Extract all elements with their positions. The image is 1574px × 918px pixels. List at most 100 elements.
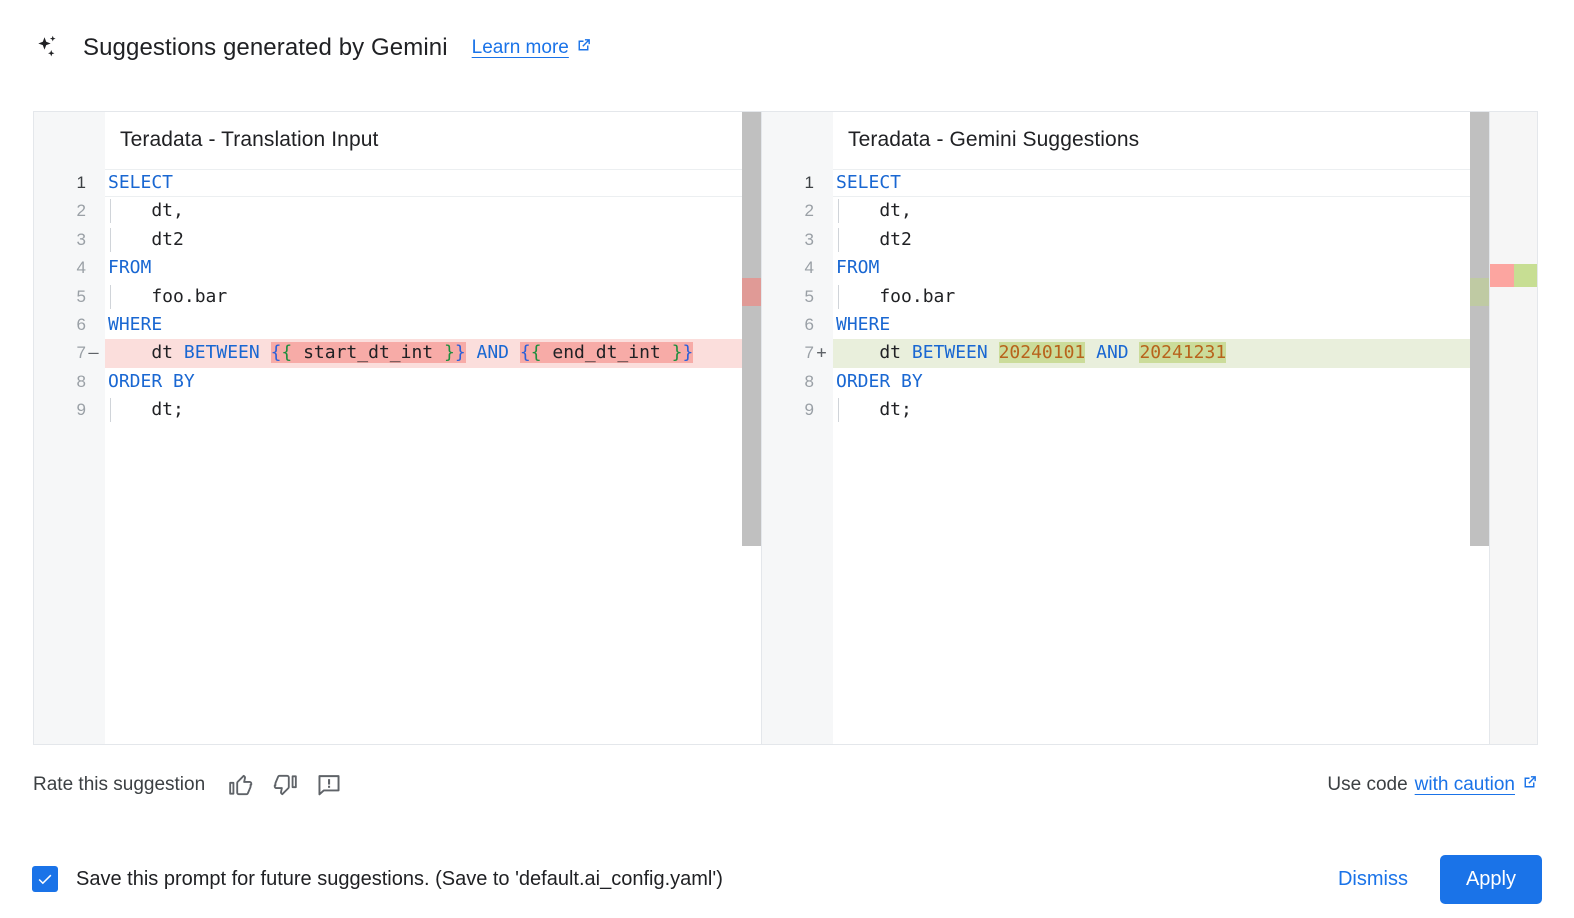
code-token: {: [281, 342, 293, 364]
code-line[interactable]: FROM: [105, 254, 761, 282]
code-token: SELECT: [836, 172, 902, 193]
code-token: }: [671, 342, 683, 364]
right-scrollbar-add-marker: [1470, 278, 1489, 306]
code-line[interactable]: SELECT: [105, 169, 761, 198]
line-number: 2: [76, 201, 86, 221]
code-token: [260, 342, 271, 363]
line-number: 1: [76, 173, 86, 192]
code-line[interactable]: WHERE: [833, 311, 1489, 339]
code-token: ORDER BY: [108, 370, 195, 392]
indent-guide: [838, 199, 839, 224]
code-token: [988, 342, 999, 363]
learn-more-link[interactable]: Learn more: [472, 37, 592, 60]
code-line[interactable]: dt BETWEEN 20240101 AND 20241231: [833, 339, 1489, 368]
line-number: 4: [76, 258, 86, 278]
right-pane-title: Teradata - Gemini Suggestions: [848, 128, 1140, 151]
code-token: foo.bar: [836, 285, 956, 307]
use-code-prefix: Use code: [1327, 774, 1408, 795]
rate-suggestion-label: Rate this suggestion: [33, 774, 206, 795]
code-line[interactable]: dt;: [833, 396, 1489, 424]
code-token: dt2: [836, 228, 912, 250]
code-line[interactable]: dt,: [833, 197, 1489, 225]
code-line[interactable]: FROM: [833, 254, 1489, 282]
code-line[interactable]: dt,: [105, 197, 761, 225]
line-number: 5: [804, 286, 814, 306]
sparkle-icon: [32, 33, 62, 63]
right-editor-scrollbar[interactable]: [1470, 112, 1489, 744]
indent-guide: [110, 199, 111, 224]
line-number: 8: [804, 371, 814, 391]
code-token: }: [682, 342, 694, 364]
overview-add-marker: [1514, 264, 1537, 287]
code-token: FROM: [836, 257, 880, 279]
code-token: [466, 342, 477, 363]
code-token: {: [530, 342, 542, 364]
overview-delete-marker: [1490, 264, 1514, 287]
diff-overview-ruler[interactable]: [1489, 112, 1537, 744]
save-prompt-checkbox[interactable]: [32, 866, 58, 892]
indent-guide: [110, 398, 111, 423]
code-token: 20240101: [998, 342, 1086, 364]
code-line[interactable]: ORDER BY: [105, 368, 761, 396]
code-line[interactable]: foo.bar: [833, 283, 1489, 311]
dismiss-button[interactable]: Dismiss: [1322, 858, 1424, 901]
rating-icon-group: [227, 771, 343, 799]
line-number: 3: [76, 229, 86, 249]
code-line[interactable]: dt2: [833, 226, 1489, 254]
code-token: {: [270, 342, 282, 364]
left-scrollbar-thumb[interactable]: [742, 112, 761, 546]
code-token: FROM: [108, 257, 152, 279]
line-number: 6: [76, 314, 86, 334]
save-prompt-label: Save this prompt for future suggestions.…: [76, 867, 723, 890]
left-scrollbar-delete-marker: [742, 278, 761, 306]
code-token: 20241231: [1139, 342, 1227, 364]
line-number: 6: [804, 314, 814, 334]
code-token: dt;: [836, 399, 912, 421]
line-number: 9: [804, 400, 814, 420]
code-token: WHERE: [836, 313, 891, 335]
thumb-up-icon[interactable]: [227, 771, 255, 799]
left-editor-scrollbar[interactable]: [742, 112, 761, 744]
code-token: SELECT: [108, 172, 174, 193]
thumb-down-icon[interactable]: [271, 771, 299, 799]
code-token: AND: [476, 342, 510, 364]
line-number: 4: [804, 258, 814, 278]
pane-divider: [761, 112, 762, 744]
line-number: 1: [804, 173, 814, 192]
learn-more-label: Learn more: [471, 37, 569, 58]
code-line[interactable]: WHERE: [105, 311, 761, 339]
with-caution-link[interactable]: with caution: [1415, 774, 1538, 797]
code-line[interactable]: dt;: [105, 396, 761, 424]
left-code-area[interactable]: Teradata - Translation Input SELECT dt, …: [105, 112, 761, 744]
code-token: end_dt_int: [541, 342, 672, 364]
code-line[interactable]: SELECT: [833, 169, 1489, 198]
code-token: dt,: [836, 200, 912, 222]
code-line[interactable]: dt2: [105, 226, 761, 254]
external-link-icon: [575, 37, 592, 60]
code-line[interactable]: dt BETWEEN {{ start_dt_int }} AND {{ end…: [105, 339, 761, 368]
code-line[interactable]: ORDER BY: [833, 368, 1489, 396]
code-token: BETWEEN: [911, 342, 988, 364]
indent-guide: [838, 227, 839, 252]
code-token: BETWEEN: [183, 342, 260, 364]
code-line[interactable]: foo.bar: [105, 283, 761, 311]
report-feedback-icon[interactable]: [315, 771, 343, 799]
code-token: {: [519, 342, 531, 364]
code-token: dt: [836, 342, 912, 364]
right-code-area[interactable]: Teradata - Gemini Suggestions SELECT dt,…: [833, 112, 1489, 744]
indent-guide: [838, 398, 839, 423]
code-token: AND: [1096, 342, 1129, 364]
save-prompt-row: Save this prompt for future suggestions.…: [32, 866, 723, 892]
left-pane-title: Teradata - Translation Input: [120, 128, 379, 151]
apply-button[interactable]: Apply: [1439, 854, 1542, 904]
footer-buttons: Dismiss Apply: [1322, 854, 1542, 904]
line-number: 2: [804, 201, 814, 221]
code-token: foo.bar: [108, 285, 228, 307]
code-token: [1085, 342, 1096, 363]
code-token: start_dt_int: [292, 342, 444, 364]
right-scrollbar-thumb[interactable]: [1470, 112, 1489, 546]
